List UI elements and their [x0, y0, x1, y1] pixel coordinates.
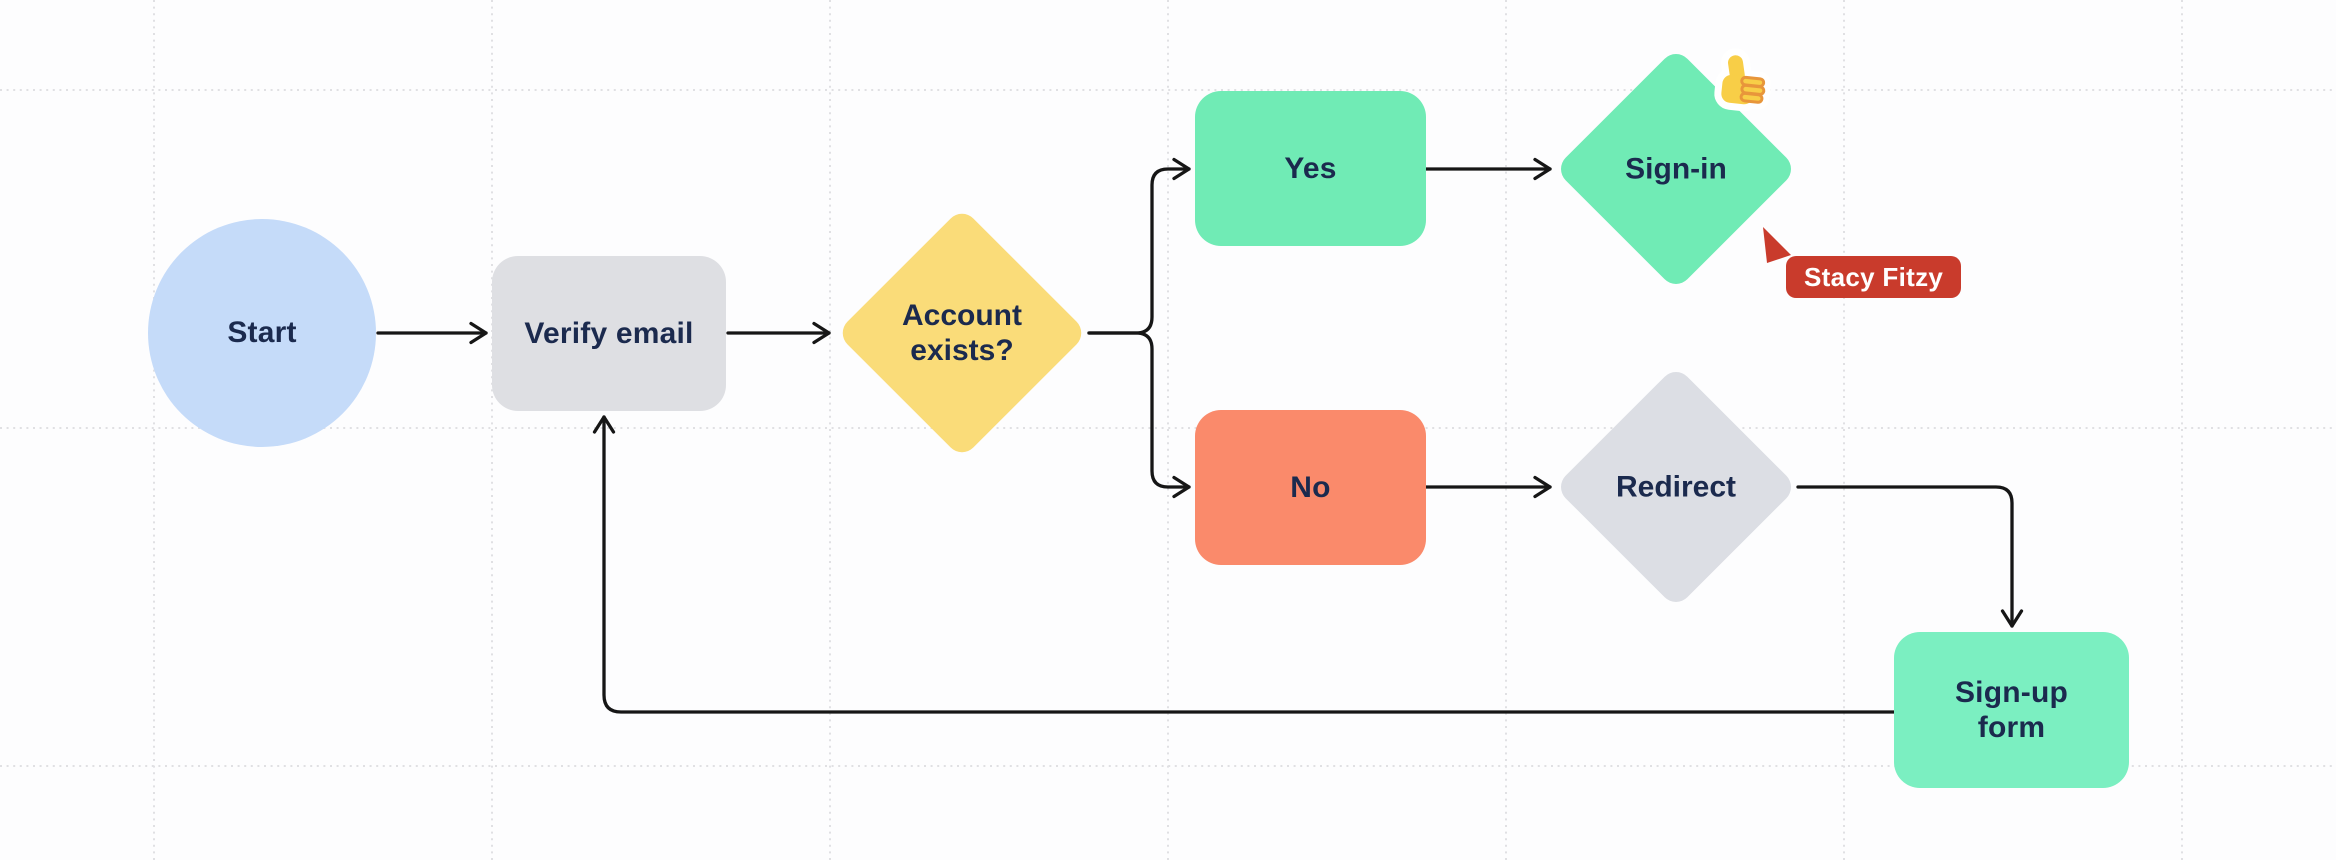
connector-sign-up-form-to-verify-email[interactable]: [592, 415, 1896, 714]
node-sign-up-form[interactable]: Sign-up form: [1894, 632, 2129, 788]
node-sign-up-form-label: Sign-up form: [1954, 675, 2069, 744]
node-no-label: No: [1290, 470, 1331, 504]
collaborator-name: Stacy Fitzy: [1804, 261, 1944, 292]
connector-account-exists-to-no[interactable]: [1087, 331, 1191, 499]
thumbs-up-reaction[interactable]: [1700, 46, 1784, 130]
node-yes-label: Yes: [1284, 151, 1337, 185]
node-sign-in[interactable]: Sign-in: [1554, 47, 1798, 291]
node-verify-email[interactable]: Verify email: [492, 256, 726, 411]
collaborator-cursor: Stacy Fitzy: [1752, 222, 2002, 312]
node-redirect-label: Redirect: [1615, 470, 1737, 504]
connector-redirect-to-sign-up-form[interactable]: [1796, 485, 2024, 628]
node-no[interactable]: No: [1195, 410, 1426, 565]
node-start-label: Start: [227, 316, 297, 350]
node-account-exists[interactable]: Account exists?: [836, 207, 1088, 459]
collaborator-name-badge: Stacy Fitzy: [1786, 256, 1962, 298]
node-sign-in-label: Sign-in: [1625, 152, 1727, 186]
node-account-exists-label: Account exists?: [902, 298, 1022, 367]
node-start[interactable]: Start: [148, 219, 376, 447]
cursor-pointer-icon: [1763, 227, 1791, 263]
connector-account-exists-to-yes[interactable]: [1087, 157, 1191, 335]
node-yes[interactable]: Yes: [1195, 91, 1426, 246]
thumbs-up-icon: [1714, 48, 1771, 112]
node-redirect[interactable]: Redirect: [1554, 365, 1798, 609]
node-verify-email-label: Verify email: [524, 316, 694, 350]
